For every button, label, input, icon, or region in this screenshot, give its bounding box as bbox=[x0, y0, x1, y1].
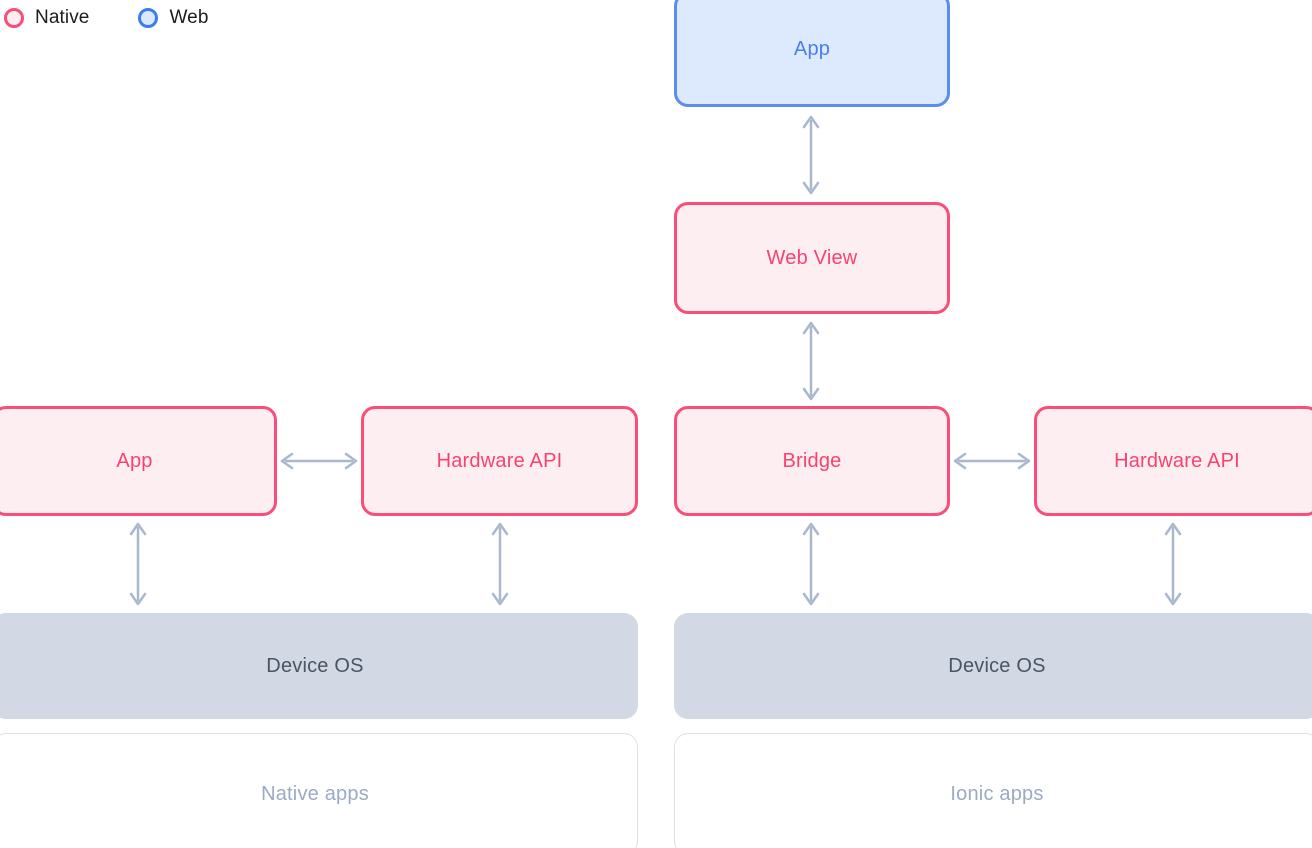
native-device-os-box: Device OS bbox=[0, 613, 638, 719]
ionic-apps-caption-box: Ionic apps bbox=[674, 733, 1312, 848]
legend-item-label: Web bbox=[169, 7, 209, 28]
native-hardware-api-label: Hardware API bbox=[436, 449, 563, 472]
native-app-box: App bbox=[0, 406, 277, 516]
circle-outline-icon bbox=[138, 8, 159, 28]
ionic-device-os-box: Device OS bbox=[674, 613, 1312, 719]
native-device-os-label: Device OS bbox=[266, 654, 364, 677]
connector-app-to-webview bbox=[801, 112, 821, 198]
ionic-app-box: App bbox=[674, 0, 950, 107]
legend: Native Web bbox=[4, 2, 209, 34]
connector-native-hardware-to-os bbox=[490, 519, 510, 609]
connector-ionic-hardware-to-os bbox=[1163, 519, 1183, 609]
web-view-box: Web View bbox=[674, 202, 950, 314]
ionic-hardware-api-label: Hardware API bbox=[1114, 449, 1240, 472]
ionic-device-os-label: Device OS bbox=[948, 654, 1046, 677]
ionic-apps-caption-label: Ionic apps bbox=[950, 782, 1044, 805]
native-apps-caption-box: Native apps bbox=[0, 733, 638, 848]
native-hardware-api-box: Hardware API bbox=[361, 406, 638, 516]
legend-item-native: Native bbox=[4, 7, 89, 29]
ionic-app-label: App bbox=[793, 38, 831, 60]
native-app-label: App bbox=[116, 449, 153, 472]
connector-native-app-to-hardware bbox=[279, 451, 359, 471]
legend-item-web: Web bbox=[138, 7, 208, 29]
native-apps-caption-label: Native apps bbox=[261, 782, 369, 805]
connector-webview-to-bridge bbox=[801, 318, 821, 404]
bridge-label: Bridge bbox=[782, 449, 842, 472]
web-view-label: Web View bbox=[766, 246, 858, 269]
ionic-hardware-api-box: Hardware API bbox=[1034, 406, 1312, 516]
connector-native-app-to-os bbox=[128, 519, 148, 609]
legend-item-label: Native bbox=[35, 7, 90, 28]
circle-outline-icon bbox=[4, 8, 24, 28]
bridge-box: Bridge bbox=[674, 406, 950, 516]
connector-bridge-to-os bbox=[801, 519, 821, 609]
connector-bridge-to-hardware bbox=[952, 451, 1032, 471]
